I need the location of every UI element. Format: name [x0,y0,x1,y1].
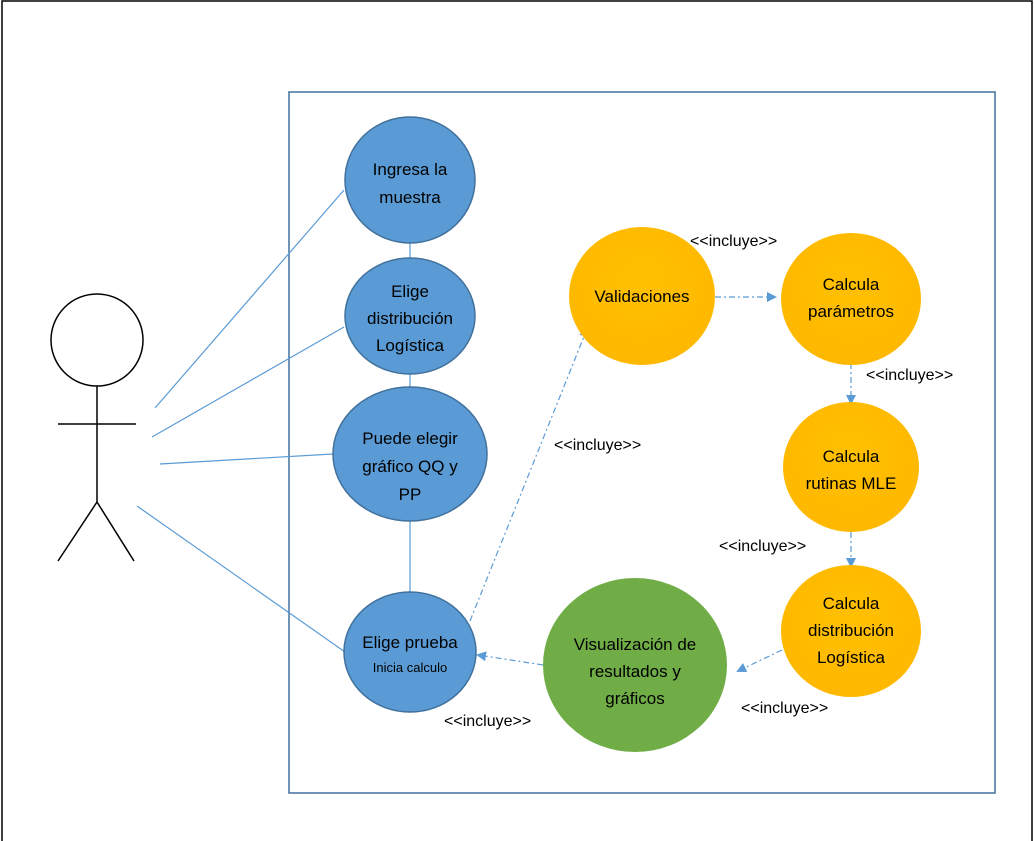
svg-text:distribución: distribución [808,621,894,640]
svg-text:Calcula: Calcula [823,447,880,466]
actor-associations [136,189,346,653]
svg-text:Visualización de: Visualización de [574,635,697,654]
actor-head [50,293,144,387]
svg-text:parámetros: parámetros [808,302,894,321]
svg-text:rutinas MLE: rutinas MLE [806,474,897,493]
include-relations [469,292,856,673]
svg-text:PP: PP [399,485,422,504]
svg-text:distribución: distribución [367,309,453,328]
actor-user [50,293,144,562]
use-case-ingresa-muestra: Ingresa la muestra [344,116,476,244]
assoc-elige-dist [151,326,345,438]
svg-text:muestra: muestra [379,188,441,207]
use-case-puede-elegir-grafico: Puede elegir gráfico QQ y PP [332,386,488,522]
assoc-elige-prueba [136,505,346,653]
label-prueba-to-valid: <<incluye>> [554,437,641,454]
svg-text:resultados y: resultados y [589,662,681,681]
use-case-visualizacion: Visualización de resultados y gráficos [543,578,727,752]
svg-text:Logística: Logística [376,336,445,355]
use-case-validaciones: Validaciones [569,227,715,365]
svg-text:Ingresa la: Ingresa la [373,160,448,179]
label-valid-to-param: <<incluye>> [690,233,777,250]
use-case-elige-distribucion: Elige distribución Logística [344,257,476,375]
rel-visual-to-prueba [476,651,544,666]
svg-text:Validaciones: Validaciones [594,287,689,306]
svg-text:Calcula: Calcula [823,594,880,613]
actor-right-leg [96,501,135,562]
svg-text:Logística: Logística [817,648,886,667]
rel-prueba-to-valid [469,327,589,622]
assoc-puede-elegir [159,453,334,465]
label-param-to-rutinas: <<incluye>> [866,367,953,384]
label-dist-to-visual: <<incluye>> [741,700,828,717]
svg-text:gráfico QQ y: gráfico QQ y [362,457,458,476]
use-case-elige-prueba: Elige prueba Inicia calculo [343,591,477,713]
svg-text:Puede elegir: Puede elegir [362,429,458,448]
svg-text:Calcula: Calcula [823,275,880,294]
use-case-calcula-distribucion: Calcula distribución Logística [781,565,921,697]
svg-text:Elige prueba: Elige prueba [362,633,458,652]
svg-text:gráficos: gráficos [605,689,665,708]
use-case-calcula-parametros: Calcula parámetros [781,233,921,365]
system-boundary [288,91,996,794]
actor-left-leg [57,501,98,562]
svg-text:Elige: Elige [391,282,429,301]
label-rutinas-to-dist: <<incluye>> [719,538,806,555]
use-case-calcula-rutinas-mle: Calcula rutinas MLE [783,402,919,532]
rel-dist-to-visual [736,649,783,673]
label-visual-to-prueba: <<incluye>> [444,713,531,730]
svg-text:Inicia calculo: Inicia calculo [373,660,447,675]
assoc-ingresa [154,189,345,409]
